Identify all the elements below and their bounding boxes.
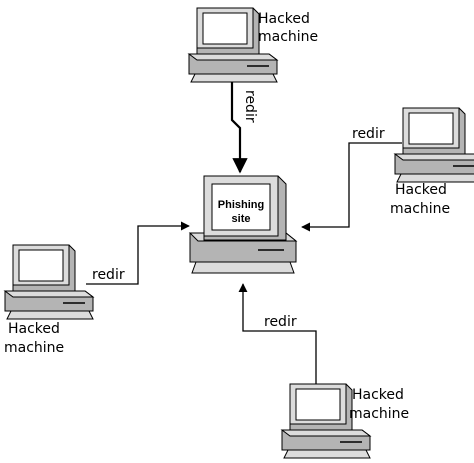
edge-top-to-phishing — [230, 80, 248, 174]
edge-label-bottom: redir — [264, 314, 297, 330]
edge-right-to-phishing — [301, 142, 402, 232]
edge-bottom-to-phishing — [238, 283, 317, 384]
phishing-site-label-line1: Phishing — [218, 199, 264, 211]
desktop-computer-icon — [394, 107, 474, 183]
node-label-left-line1: Hacked — [8, 321, 60, 337]
node-label-top-line2: machine — [258, 29, 318, 45]
hacked-machine-top: Hacked machine — [188, 7, 318, 83]
edge-label-left: redir — [92, 267, 125, 283]
hacked-machine-bottom: Hacked machine — [281, 383, 409, 459]
edge-left-to-phishing — [86, 221, 190, 285]
edge-label-right: redir — [352, 126, 385, 142]
node-label-bottom-line1: Hacked — [352, 387, 404, 403]
desktop-computer-icon — [4, 244, 94, 320]
node-label-left-line2: machine — [4, 340, 64, 356]
phishing-site-server: Phishing site — [188, 175, 298, 274]
node-label-bottom-line2: machine — [349, 406, 409, 422]
node-label-right-line2: machine — [390, 201, 450, 217]
hacked-machine-right: Hacked machine — [390, 107, 474, 217]
phishing-site-label-line2: site — [232, 213, 251, 225]
hacked-machine-left: Hacked machine — [4, 244, 94, 356]
desktop-computer-icon — [188, 175, 298, 274]
node-label-top-line1: Hacked — [258, 11, 310, 27]
node-label-right-line1: Hacked — [395, 182, 447, 198]
edge-label-top: redir — [242, 90, 258, 123]
